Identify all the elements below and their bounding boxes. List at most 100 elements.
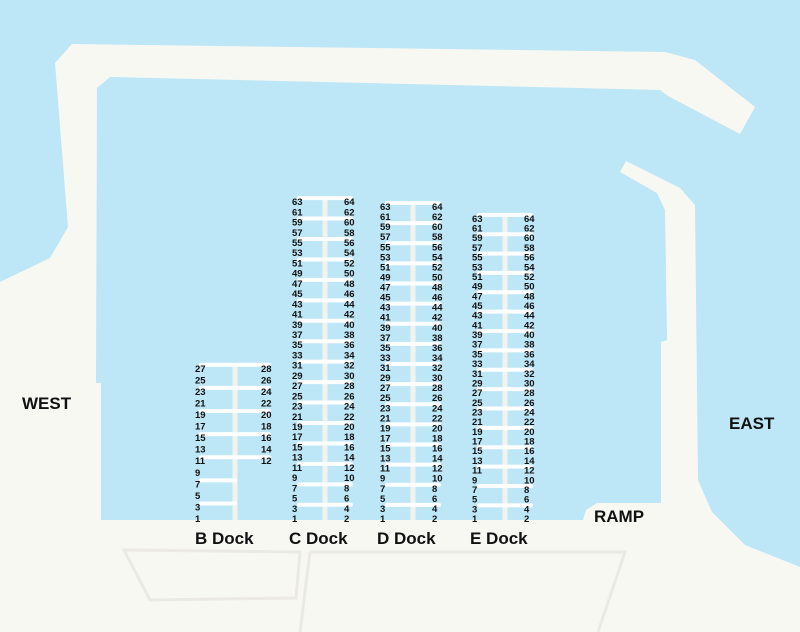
west-land-breakwater <box>0 44 800 632</box>
slip-number: 16 <box>344 442 355 453</box>
slip-number: 48 <box>344 279 355 290</box>
slip-number: 4 <box>432 504 438 515</box>
slip-number: 27 <box>292 381 303 392</box>
slip-number: 39 <box>472 330 483 341</box>
slip-number: 3 <box>380 504 385 515</box>
area-label-west: WEST <box>22 394 72 413</box>
slip-number: 38 <box>524 340 535 351</box>
slip-number: 25 <box>292 391 303 402</box>
slip-number: 56 <box>432 242 443 253</box>
slip-number: 20 <box>261 410 272 421</box>
slip-number: 23 <box>380 403 391 414</box>
slip-number: 42 <box>344 310 355 321</box>
slip-number: 3 <box>292 504 297 515</box>
slip-number: 11 <box>292 463 303 474</box>
slip-number: 36 <box>432 343 443 354</box>
slip-number: 2 <box>432 514 437 525</box>
slip-number: 6 <box>344 494 349 505</box>
slip-number: 5 <box>292 494 298 505</box>
slip-number: 13 <box>195 445 206 456</box>
slip-number: 59 <box>472 233 483 244</box>
dock-label-c: C Dock <box>289 529 348 548</box>
slip-number: 47 <box>292 279 303 290</box>
slip-number: 64 <box>344 197 355 208</box>
slip-number: 2 <box>524 514 529 525</box>
slip-number: 12 <box>344 463 355 474</box>
slip-number: 34 <box>432 353 443 364</box>
slip-number: 20 <box>524 427 535 438</box>
slip-number: 18 <box>524 437 535 448</box>
slip-number: 45 <box>472 301 483 312</box>
slip-number: 18 <box>432 433 443 444</box>
slip-number: 15 <box>380 444 391 455</box>
slip-number: 62 <box>344 207 355 218</box>
slip-number: 25 <box>472 398 483 409</box>
slip-number: 25 <box>380 393 391 404</box>
dock-label-e: E Dock <box>470 529 528 548</box>
slip-number: 13 <box>292 453 303 464</box>
slip-number: 8 <box>432 484 437 495</box>
slip-number: 11 <box>195 456 206 467</box>
slip-number: 6 <box>524 495 529 506</box>
slip-number: 35 <box>380 343 391 354</box>
slip-number: 24 <box>261 387 272 398</box>
slip-number: 31 <box>472 369 483 380</box>
slip-number: 40 <box>432 323 443 334</box>
slip-number: 51 <box>292 258 303 269</box>
slip-number: 19 <box>292 422 303 433</box>
slip-number: 52 <box>344 258 355 269</box>
slip-number: 6 <box>432 494 437 505</box>
slip-number: 26 <box>524 398 535 409</box>
slip-number: 22 <box>261 398 272 409</box>
slip-number: 53 <box>380 252 391 263</box>
slip-number: 24 <box>432 403 443 414</box>
slip-number: 12 <box>524 466 535 477</box>
slip-number: 28 <box>261 364 272 375</box>
slip-number: 29 <box>292 371 303 382</box>
slip-number: 3 <box>195 502 200 513</box>
area-label-ramp: RAMP <box>594 507 644 526</box>
slip-number: 18 <box>344 432 355 443</box>
slip-number: 15 <box>292 442 303 453</box>
slip-number: 5 <box>472 495 478 506</box>
slip-number: 50 <box>432 272 443 283</box>
slip-number: 55 <box>380 242 391 253</box>
slip-number: 5 <box>195 491 201 502</box>
slip-number: 64 <box>524 214 535 225</box>
dock-label-d: D Dock <box>377 529 436 548</box>
slip-number: 48 <box>524 291 535 302</box>
slip-number: 63 <box>380 202 391 213</box>
slip-number: 9 <box>195 468 200 479</box>
slip-number: 50 <box>524 282 535 293</box>
slip-number: 58 <box>524 243 535 254</box>
slip-number: 41 <box>292 310 303 321</box>
slip-number: 8 <box>524 485 529 496</box>
slip-number: 22 <box>432 413 443 424</box>
slip-number: 54 <box>344 248 355 259</box>
slip-number: 15 <box>472 446 483 457</box>
slip-number: 63 <box>472 214 483 225</box>
slip-number: 52 <box>524 272 535 283</box>
slip-number: 9 <box>380 474 385 485</box>
slip-number: 43 <box>472 311 483 322</box>
slip-number: 30 <box>344 371 355 382</box>
slip-number: 21 <box>292 412 303 423</box>
slip-number: 25 <box>195 375 206 386</box>
slip-number: 45 <box>292 289 303 300</box>
slip-number: 17 <box>292 432 303 443</box>
slip-number: 58 <box>344 228 355 239</box>
slip-number: 49 <box>292 269 303 280</box>
slip-number: 19 <box>380 423 391 434</box>
slip-number: 3 <box>472 504 477 515</box>
slip-number: 43 <box>292 299 303 310</box>
slip-number: 37 <box>380 333 391 344</box>
slip-number: 51 <box>472 272 483 283</box>
slip-number: 56 <box>524 253 535 264</box>
slip-number: 23 <box>195 387 206 398</box>
slip-number: 29 <box>472 378 483 389</box>
slip-number: 33 <box>380 353 391 364</box>
slip-number: 58 <box>432 232 443 243</box>
slip-number: 33 <box>292 350 303 361</box>
slip-number: 30 <box>432 373 443 384</box>
